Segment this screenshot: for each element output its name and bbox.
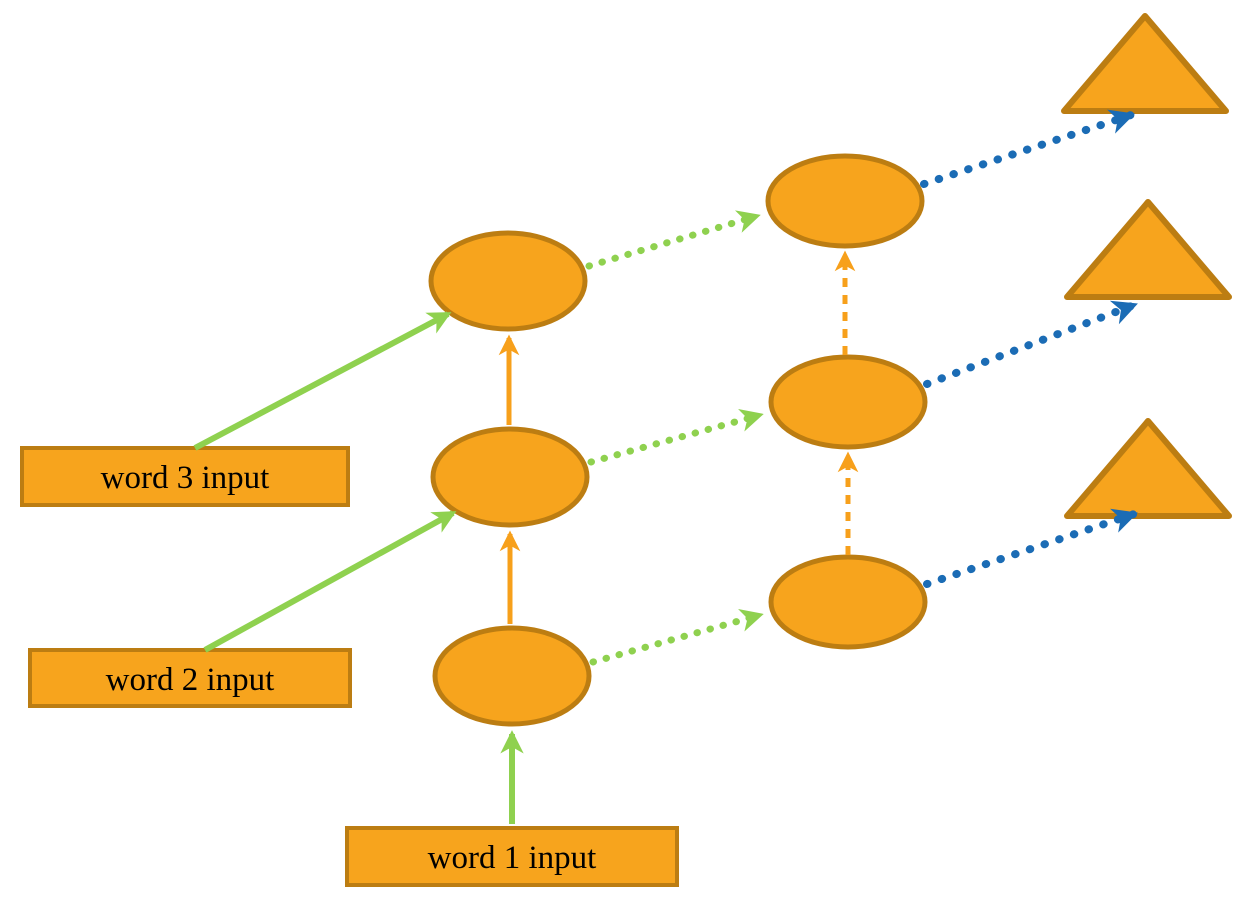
hidden-node-col2-top: [765, 153, 925, 249]
output-triangle-middle: [1064, 199, 1232, 300]
forward-arrow-top: [585, 210, 761, 270]
input-box-word-2-label: word 2 input: [106, 662, 275, 698]
input-box-word-2-rect: [28, 648, 352, 708]
output-arrow-top: [920, 109, 1135, 188]
input-arrow-word3: [193, 311, 452, 451]
input-box-word-1-label: word 1 input: [428, 840, 597, 876]
input-box-word-1: word 1 input: [345, 826, 679, 887]
input-box-word-3: word 3 input: [20, 446, 350, 507]
input-box-word-3-rect: [20, 446, 350, 507]
output-arrow-bottom: [923, 508, 1138, 588]
hidden-node-col2-middle: [768, 354, 928, 450]
input-box-word-2: word 2 input: [28, 648, 352, 708]
output-triangle-bottom: [1064, 418, 1232, 519]
hidden-node-col2-bottom: [768, 554, 928, 650]
output-arrow-middle: [923, 300, 1138, 388]
hidden-node-col1-bottom: [432, 625, 592, 727]
forward-arrow-bottom: [589, 609, 764, 666]
input-box-word-1-rect: [345, 826, 679, 887]
forward-arrow-middle: [587, 408, 764, 466]
input-arrow-word2: [203, 510, 457, 653]
output-triangle-top: [1061, 13, 1229, 114]
hidden-node-col1-middle: [430, 426, 590, 528]
input-box-word-3-label: word 3 input: [101, 460, 270, 496]
hidden-node-col1-top: [428, 230, 588, 332]
